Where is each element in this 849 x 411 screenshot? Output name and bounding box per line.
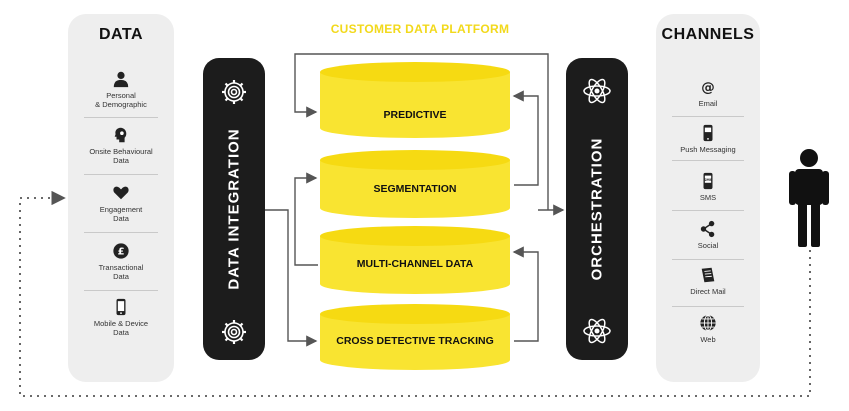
channel-item-push: Push Messaging — [656, 124, 760, 154]
svg-text:@: @ — [701, 80, 715, 96]
divider — [84, 290, 158, 291]
channel-item-social: Social — [656, 220, 760, 250]
data-item-label: Personal — [106, 91, 136, 100]
layer-predictive-cylinder — [320, 62, 510, 138]
divider — [84, 232, 158, 233]
flow-arrow — [512, 246, 539, 342]
data-item-onsite: Onsite Behavioural Data — [68, 126, 174, 165]
phone-message-icon — [703, 124, 713, 142]
channel-item-sms: SMS SMS — [656, 172, 760, 202]
data-item-label: Transactional — [98, 263, 144, 272]
flow-arrow — [294, 53, 549, 210]
orchestration-bar: ORCHESTRATION — [566, 58, 628, 360]
svg-text:£: £ — [118, 247, 125, 258]
data-item-label: Data — [113, 328, 129, 337]
data-item-label: Mobile & Device — [93, 319, 149, 328]
mail-icon — [701, 267, 715, 283]
mobile-icon — [116, 298, 126, 316]
layer-tracking-cylinder — [320, 304, 510, 370]
at-icon: @ — [701, 80, 715, 96]
channel-item-label: Push Messaging — [680, 145, 736, 154]
data-item-label: Data — [113, 272, 129, 281]
head-icon — [114, 127, 127, 143]
channel-item-web: Web — [656, 314, 760, 344]
channel-item-email: @ Email — [656, 78, 760, 109]
channel-item-direct-mail: Direct Mail — [656, 266, 760, 296]
divider — [672, 160, 744, 161]
data-item-label: Data — [113, 156, 129, 165]
layer-label-multichannel: MULTI-CHANNEL DATA — [356, 258, 474, 270]
channel-item-label: Direct Mail — [690, 287, 726, 296]
person-icon — [113, 71, 129, 88]
data-item-personal: Personal & Demographic — [68, 70, 174, 109]
orchestration-label: ORCHESTRATION — [588, 137, 606, 281]
channel-item-label: Email — [698, 99, 718, 108]
heart-icon — [113, 186, 129, 200]
atom-icon — [583, 78, 611, 104]
channels-panel-title: CHANNELS — [661, 26, 755, 43]
channel-item-label: SMS — [699, 193, 717, 202]
gear-icon — [222, 320, 246, 344]
feedback-dotted-line — [19, 190, 811, 397]
channel-item-label: Web — [700, 335, 716, 344]
divider — [84, 174, 158, 175]
divider — [672, 116, 744, 117]
channel-item-label: Social — [697, 241, 719, 250]
pound-coin-icon: £ — [113, 243, 129, 259]
data-item-engagement: Engagement Data — [68, 184, 174, 223]
flow-arrow — [512, 90, 539, 186]
share-icon — [700, 220, 715, 238]
svg-text:SMS: SMS — [704, 178, 713, 182]
data-item-mobile: Mobile & Device Data — [68, 298, 174, 337]
flow-arrow — [265, 209, 318, 347]
divider — [672, 259, 744, 260]
data-panel-title: DATA — [98, 26, 144, 43]
data-integration-bar: DATA INTEGRATION — [203, 58, 265, 360]
gear-icon — [222, 80, 246, 104]
globe-icon — [700, 314, 716, 332]
atom-icon — [583, 318, 611, 344]
layer-label-predictive: PREDICTIVE — [383, 109, 447, 121]
layer-label-tracking: CROSS DETECTIVE TRACKING — [336, 335, 494, 347]
customer-person-icon — [789, 149, 829, 247]
data-item-label: Data — [113, 214, 129, 223]
divider — [84, 117, 158, 118]
data-item-label: & Demographic — [95, 100, 147, 109]
divider — [672, 306, 744, 307]
channels-panel: CHANNELS @ Email Push Messaging SMS SMS … — [656, 14, 760, 382]
layer-multichannel-cylinder — [320, 226, 510, 294]
sms-icon: SMS — [703, 172, 713, 190]
data-item-transactional: £ Transactional Data — [68, 242, 174, 281]
data-item-label: Onsite Behavioural — [89, 147, 153, 156]
data-item-label: Engagement — [99, 205, 143, 214]
divider — [672, 210, 744, 211]
platform-title: CUSTOMER DATA PLATFORM — [330, 22, 510, 36]
layer-label-segmentation: SEGMENTATION — [373, 183, 457, 195]
flow-arrow — [294, 172, 318, 266]
layer-segmentation-cylinder — [320, 150, 510, 218]
data-panel: DATA Personal & Demographic Onsite Behav… — [68, 14, 174, 382]
